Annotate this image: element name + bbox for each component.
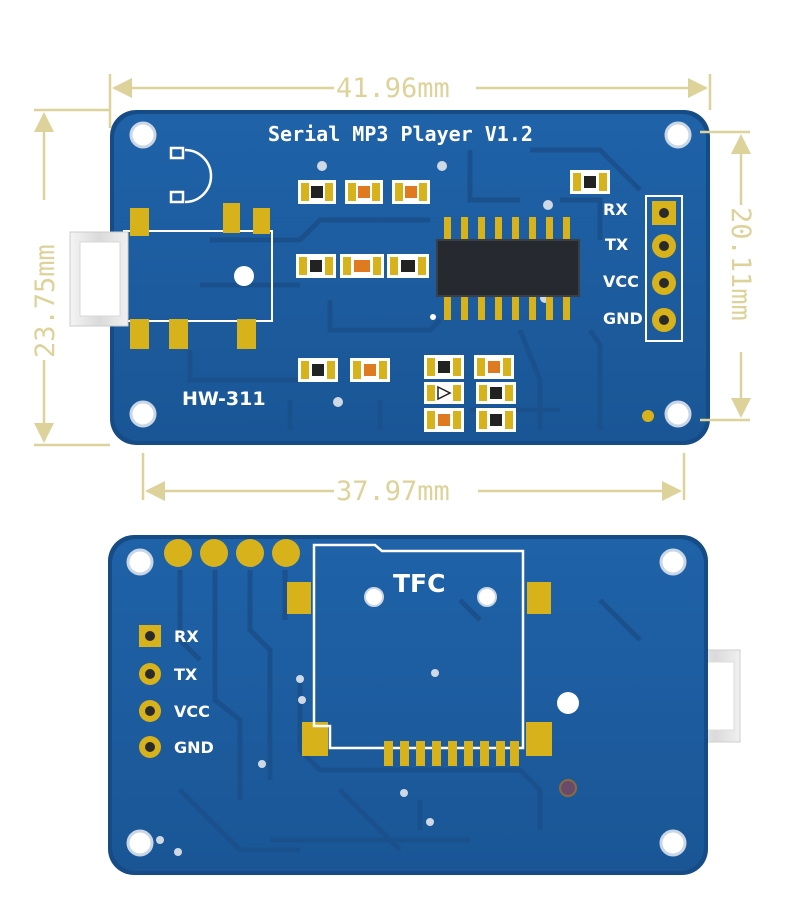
front-pin-label-rx: RX bbox=[603, 200, 628, 219]
back-pin-label-tx: TX bbox=[174, 665, 198, 684]
dimension-bottom-width: 37.97mm bbox=[336, 476, 450, 507]
speaker-icon bbox=[169, 146, 213, 204]
mount-hole bbox=[659, 548, 687, 576]
back-traces bbox=[177, 570, 642, 853]
dimension-right-height: 20.11mm bbox=[725, 207, 756, 321]
dimension-top-width: 41.96mm bbox=[336, 73, 450, 104]
dimension-left-height: 23.75mm bbox=[30, 244, 61, 358]
tf-card-label: TFC bbox=[393, 569, 445, 598]
dimension-lines bbox=[34, 74, 751, 501]
back-pin-label-vcc: VCC bbox=[174, 702, 210, 721]
jack-body bbox=[69, 231, 129, 327]
mount-hole bbox=[129, 400, 157, 428]
model-label: HW-311 bbox=[182, 388, 266, 410]
front-board: Serial MP3 Player V1.2 bbox=[69, 110, 710, 445]
back-pin-label-gnd: GND bbox=[174, 738, 214, 757]
back-board: TFC RX TX VCC GND bbox=[108, 535, 741, 875]
mount-hole bbox=[126, 548, 154, 576]
audio-jack bbox=[123, 203, 273, 349]
front-pin-label-vcc: VCC bbox=[603, 272, 639, 291]
front-pin-header bbox=[645, 195, 683, 342]
smd-components bbox=[296, 170, 610, 432]
back-pin-header bbox=[139, 625, 161, 758]
mount-hole bbox=[126, 829, 154, 857]
back-pin-label-rx: RX bbox=[174, 627, 199, 646]
tf-card-slot bbox=[287, 543, 552, 766]
ic-chip bbox=[430, 217, 580, 320]
front-pin-label-gnd: GND bbox=[603, 309, 643, 328]
back-top-pads bbox=[164, 539, 300, 567]
mount-hole bbox=[664, 400, 692, 428]
mount-hole bbox=[129, 121, 157, 149]
mount-hole bbox=[664, 121, 692, 149]
board-title: Serial MP3 Player V1.2 bbox=[268, 122, 533, 146]
front-pin-label-tx: TX bbox=[605, 235, 629, 254]
mount-hole bbox=[659, 829, 687, 857]
